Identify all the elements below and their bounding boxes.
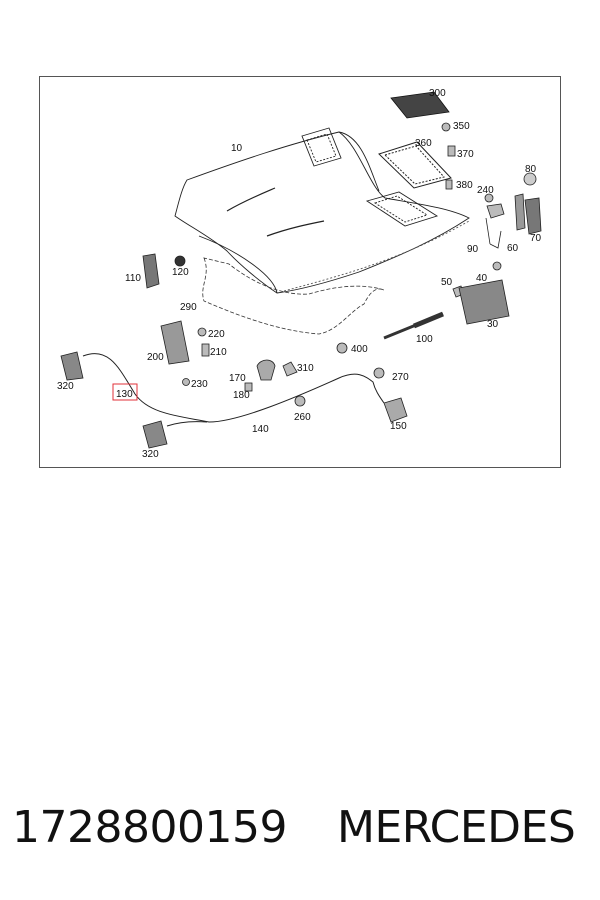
- vent-frame-part: [378, 141, 452, 189]
- callout-300: 300: [429, 88, 446, 99]
- hood-part: [174, 131, 470, 294]
- callout-240: 240: [477, 185, 494, 196]
- callout-360: 360: [415, 138, 432, 149]
- callout-120: 120: [172, 267, 189, 278]
- callout-320-top: 320: [57, 381, 74, 392]
- callout-30: 30: [487, 319, 499, 330]
- insulation-mat-part: [202, 257, 385, 335]
- callout-320-bottom: 320: [142, 449, 159, 460]
- highlight-box-130: [112, 383, 138, 401]
- callout-310: 310: [297, 363, 314, 374]
- callout-60: 60: [507, 243, 519, 254]
- callout-270: 270: [392, 372, 409, 383]
- callout-210: 210: [210, 347, 227, 358]
- callout-260: 260: [294, 412, 311, 423]
- callout-70: 70: [530, 233, 542, 244]
- callout-170: 170: [229, 373, 246, 384]
- gas-strut-part: [383, 311, 444, 340]
- callout-50: 50: [441, 277, 453, 288]
- brand-name: MERCEDES: [337, 802, 576, 853]
- callout-230: 230: [191, 379, 208, 390]
- callout-80: 80: [525, 164, 537, 175]
- vent-grille-part: [390, 91, 450, 119]
- callout-400: 400: [351, 344, 368, 355]
- callout-90: 90: [467, 244, 479, 255]
- callout-150: 150: [390, 421, 407, 432]
- callout-140: 140: [252, 424, 269, 435]
- callout-350: 350: [453, 121, 470, 132]
- callout-290: 290: [180, 302, 197, 313]
- callout-220: 220: [208, 329, 225, 340]
- callout-370: 370: [457, 149, 474, 160]
- caption: 1728800159 MERCEDES: [0, 798, 600, 868]
- part-number: 1728800159: [12, 802, 287, 853]
- callout-380: 380: [456, 180, 473, 191]
- callout-10: 10: [231, 143, 243, 154]
- small-parts: [60, 122, 542, 449]
- callout-130: 130: [116, 389, 133, 400]
- callout-40: 40: [476, 273, 488, 284]
- callout-100: 100: [416, 334, 433, 345]
- diagram-frame: [39, 76, 561, 468]
- callout-180: 180: [233, 390, 250, 401]
- callout-110: 110: [125, 273, 141, 284]
- callout-200: 200: [147, 352, 164, 363]
- parts-diagram: 10 30 40 50 60 70 80 90 100 110 120 130 …: [39, 76, 561, 468]
- hood-vent-part: [301, 127, 439, 227]
